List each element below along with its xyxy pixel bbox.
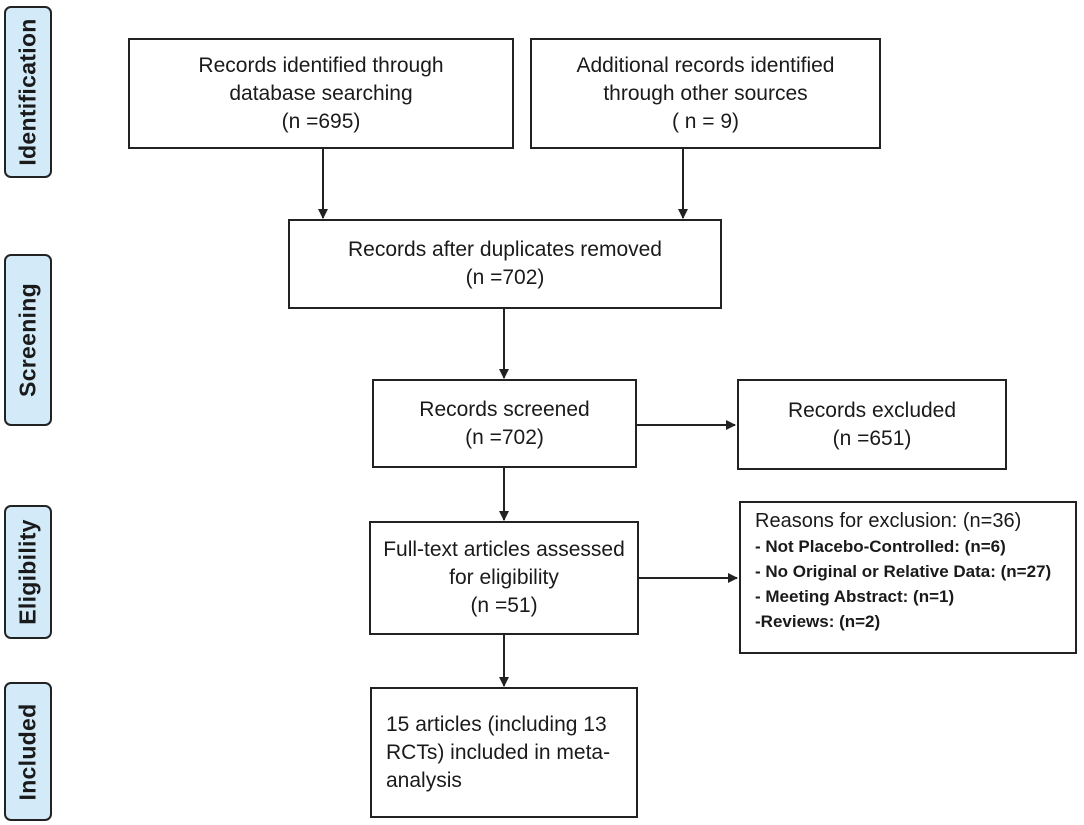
reason-reviews: -Reviews: (n=2) xyxy=(755,612,881,631)
full-text-count: (n =51) xyxy=(470,594,538,617)
stage-screening: Screening xyxy=(4,254,52,426)
exclusion-reasons-title: Reasons for exclusion: (n=36) xyxy=(755,510,1022,532)
stage-included: Included xyxy=(4,682,52,821)
excluded-box: Records excluded (n =651) xyxy=(737,379,1007,470)
reason-meeting-abstract: - Meeting Abstract: (n=1) xyxy=(755,587,955,606)
screened-count: (n =702) xyxy=(465,425,544,449)
screened-box: Records screened (n =702) xyxy=(372,379,637,468)
other-sources-count: ( n = 9) xyxy=(671,109,740,133)
database-records-count: (n =695) xyxy=(281,109,361,133)
full-text-line1: Full-text articles assessed xyxy=(383,538,625,561)
after-duplicates-count: (n =702) xyxy=(465,266,545,289)
full-text-box: Full-text articles assessed for eligibil… xyxy=(369,521,639,635)
database-records-line2: database searching xyxy=(229,81,413,105)
excluded-count: (n =651) xyxy=(832,426,912,450)
screened-line1: Records screened xyxy=(419,397,590,421)
after-duplicates-box: Records after duplicates removed (n =702… xyxy=(288,219,722,309)
other-sources-box: Additional records identified through ot… xyxy=(530,38,881,149)
exclusion-reasons-box: Reasons for exclusion: (n=36) - Not Plac… xyxy=(739,501,1077,654)
included-line3: analysis xyxy=(386,768,462,792)
database-records-box: Records identified through database sear… xyxy=(128,38,514,149)
after-duplicates-line1: Records after duplicates removed xyxy=(348,238,662,261)
full-text-line2: for eligibility xyxy=(449,566,559,589)
stage-identification: Identification xyxy=(4,6,52,178)
other-sources-line2: through other sources xyxy=(603,81,808,105)
reason-not-placebo: - Not Placebo-Controlled: (n=6) xyxy=(755,537,1006,556)
database-records-line1: Records identified through xyxy=(198,53,444,77)
excluded-line1: Records excluded xyxy=(787,398,957,422)
included-box: 15 articles (including 13 RCTs) included… xyxy=(370,687,638,818)
stage-eligibility: Eligibility xyxy=(4,505,52,639)
other-sources-line1: Additional records identified xyxy=(576,53,835,77)
included-line1: 15 articles (including 13 xyxy=(386,712,607,736)
included-line2: RCTs) included in meta- xyxy=(386,740,611,764)
reason-no-original-data: - No Original or Relative Data: (n=27) xyxy=(755,562,1052,581)
